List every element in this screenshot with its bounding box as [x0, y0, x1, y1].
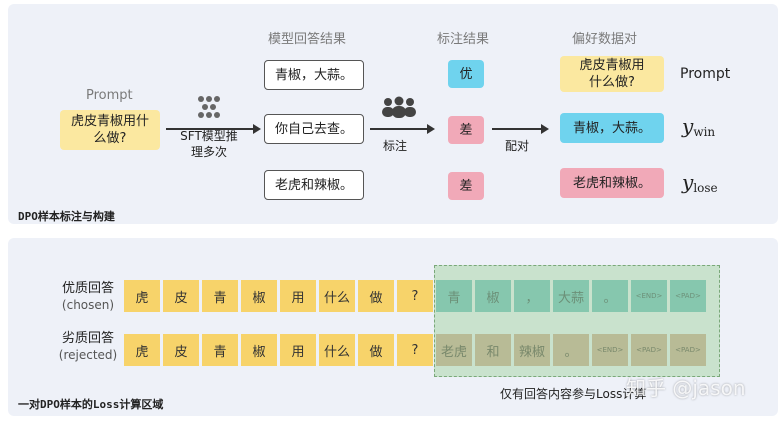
bottom-caption: 一对DPO样本的Loss计算区域: [18, 398, 164, 411]
header-preference-pair: 偏好数据对: [572, 32, 638, 47]
y-win-base: y: [682, 114, 694, 138]
annotate-label: 标注: [383, 139, 408, 153]
answer-box-3: 老虎和辣椒。: [264, 170, 364, 200]
pref-prompt-box: 虎皮青椒用什么做?: [560, 56, 664, 92]
y-win-subscript: win: [693, 125, 716, 139]
answer-box-1: 青椒，大蒜。: [264, 60, 364, 90]
header-model-answers: 模型回答结果: [268, 32, 347, 47]
loss-region-overlay: [434, 265, 720, 377]
top-caption: DPO样本标注与构建: [18, 210, 115, 223]
pref-prompt-label: Prompt: [680, 66, 731, 82]
watermark: 知乎 @jason: [626, 376, 746, 400]
arrow-head-pair: [541, 124, 549, 134]
grade-bad-2: 差: [448, 172, 484, 200]
rejected-subtitle: (rejected): [58, 348, 118, 362]
arrow-to-pair: [492, 128, 542, 130]
rejected-token-0: 虎: [124, 334, 160, 366]
header-annotation-result: 标注结果: [437, 32, 490, 47]
y-lose-base: y: [682, 170, 694, 194]
answer-box-2: 你自己去查。: [264, 114, 364, 144]
y-lose-subscript: lose: [693, 181, 718, 195]
chosen-token-4: 用: [280, 280, 316, 312]
chosen-label: 优质回答 (chosen): [55, 281, 121, 313]
chosen-token-1: 皮: [163, 280, 199, 312]
grade-good: 优: [448, 60, 484, 88]
arrow-head-grades: [427, 124, 435, 134]
chosen-title: 优质回答: [61, 281, 114, 296]
grade-bad-1: 差: [448, 116, 484, 144]
chosen-token-5: 什么: [319, 280, 355, 312]
loss-note: 仅有回答内容参与Loss计算: [500, 387, 647, 401]
pref-win-box: 青椒，大蒜。: [560, 113, 664, 143]
rejected-token-4: 用: [280, 334, 316, 366]
rejected-label: 劣质回答 (rejected): [55, 331, 121, 363]
chosen-subtitle: (chosen): [61, 298, 115, 312]
rejected-token-1: 皮: [163, 334, 199, 366]
rejected-token-7: ?: [397, 334, 433, 366]
pair-label: 配对: [505, 139, 530, 153]
rejected-token-3: 椒: [241, 334, 277, 366]
y-lose-symbol: ylose: [682, 170, 718, 195]
arrow-head-answers: [253, 124, 261, 134]
y-win-symbol: ywin: [682, 114, 715, 139]
arrow-to-grades: [370, 128, 428, 130]
sft-label: SFT模型推理多次: [180, 129, 238, 159]
prompt-label: Prompt: [86, 88, 133, 103]
chosen-token-2: 青: [202, 280, 238, 312]
prompt-box: 虎皮青椒用什么做?: [60, 110, 160, 150]
rejected-title: 劣质回答: [61, 331, 114, 346]
chosen-token-0: 虎: [124, 280, 160, 312]
arrow-to-answers: [166, 128, 254, 130]
chosen-token-3: 椒: [241, 280, 277, 312]
rejected-token-6: 做: [358, 334, 394, 366]
neural-network-icon: [198, 96, 220, 118]
chosen-token-6: 做: [358, 280, 394, 312]
chosen-token-7: ?: [397, 280, 433, 312]
rejected-token-5: 什么: [319, 334, 355, 366]
annotators-icon: [382, 96, 416, 118]
pref-lose-box: 老虎和辣椒。: [560, 168, 664, 198]
rejected-token-2: 青: [202, 334, 238, 366]
